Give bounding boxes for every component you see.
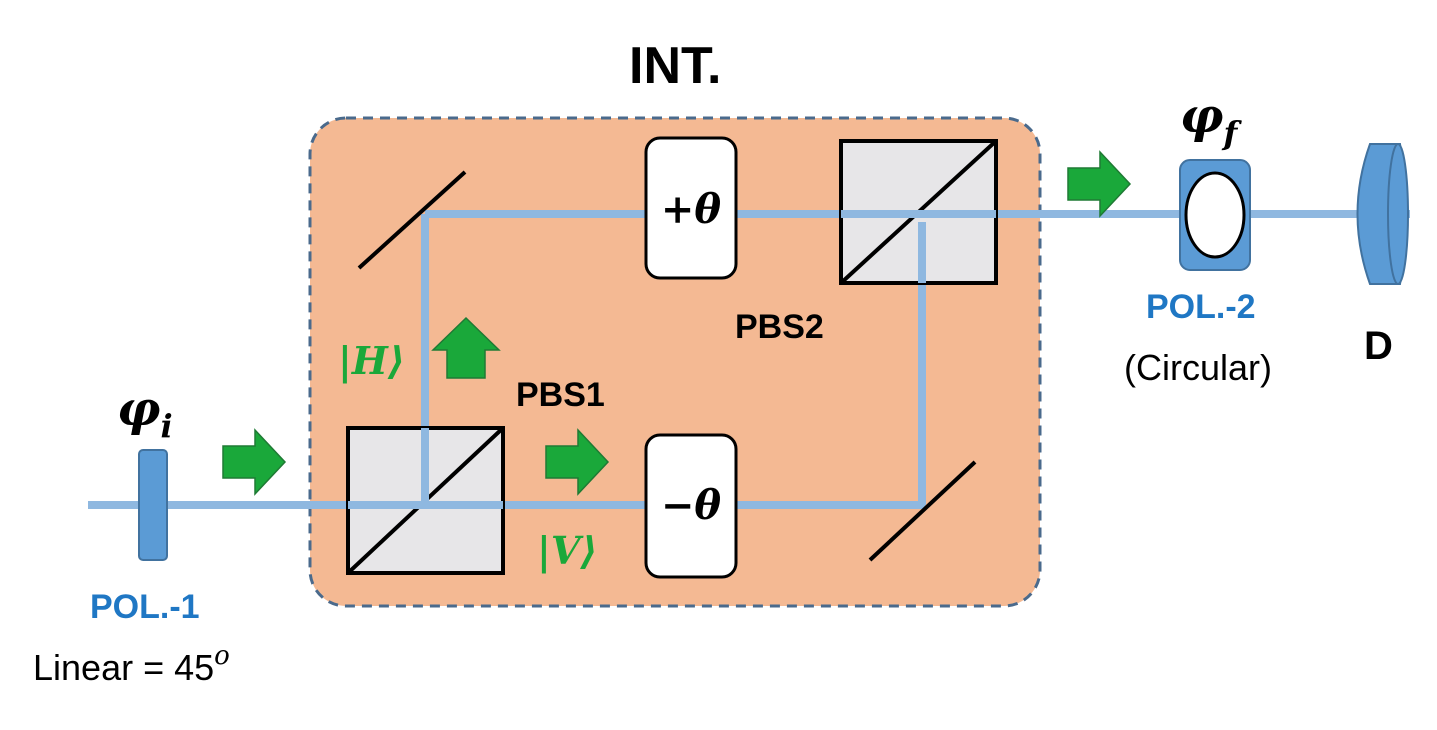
phi-f-symbol: φ (1180, 88, 1224, 144)
pol2-setting: (Circular) (1124, 347, 1272, 388)
detector-label: D (1364, 324, 1393, 368)
interferometer-title: INT. (629, 37, 722, 95)
pol1-setting: Linear = 45o (33, 643, 230, 688)
pol1-setting-prefix: Linear = 45 (33, 647, 215, 688)
polarizer-2 (1179, 159, 1251, 271)
ket-h-label: |H⟩ (338, 338, 406, 383)
mirror-top-left (357, 170, 467, 270)
detector (1356, 143, 1409, 285)
pol2-label: POL.-2 (1146, 288, 1256, 326)
phase-plus-label: +θ (660, 186, 722, 233)
arrow-right-input (222, 428, 287, 496)
pbs1-label: PBS1 (516, 376, 605, 414)
mirror-bottom-right (868, 460, 977, 562)
green-arrows (222, 150, 1132, 496)
ket-v-label: |V⟩ (537, 528, 598, 573)
phi-f-label: φf (1180, 92, 1237, 149)
phi-f-subscript: f (1223, 114, 1238, 152)
pol1-setting-superscript: o (214, 641, 230, 671)
arrow-right-lower (545, 428, 610, 496)
arrow-up-h (431, 316, 501, 379)
phi-i-subscript: i (160, 407, 173, 445)
phi-i-label: φi (117, 385, 173, 442)
phi-i-symbol: φ (117, 381, 161, 437)
arrow-right-output (1067, 150, 1132, 218)
polarizer-1 (138, 449, 168, 561)
pol1-label: POL.-1 (90, 588, 200, 626)
phase-minus-label: −θ (660, 482, 722, 529)
phase-shifter-plus-box (644, 136, 738, 280)
pbs2-label: PBS2 (735, 308, 824, 346)
phase-shifter-minus-box (644, 433, 738, 579)
